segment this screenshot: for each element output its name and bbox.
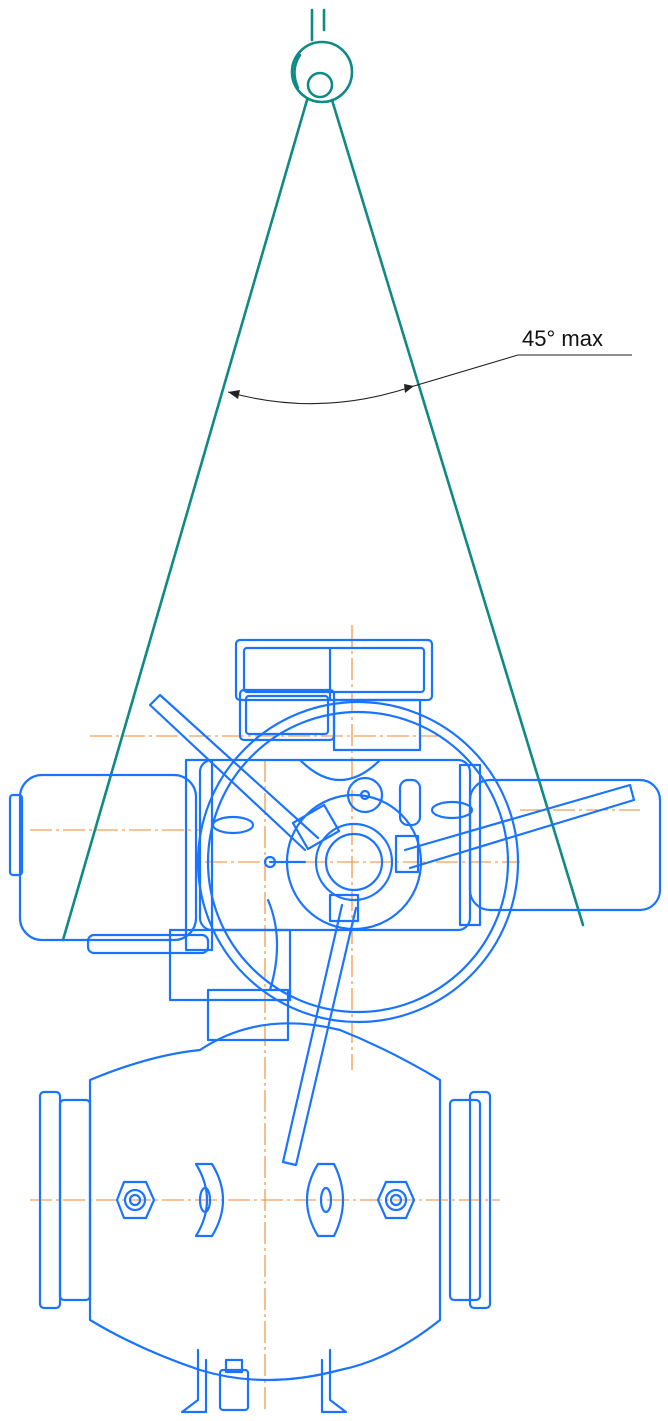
lifting-hook: [290, 8, 354, 104]
ball-valve-body: [38, 1022, 492, 1414]
electric-actuator: [8, 638, 662, 1042]
handwheel: [148, 693, 636, 1167]
angle-label: 45° max: [522, 326, 603, 351]
angle-dimension: 45° max: [227, 326, 632, 405]
lifting-slings: [61, 98, 585, 942]
